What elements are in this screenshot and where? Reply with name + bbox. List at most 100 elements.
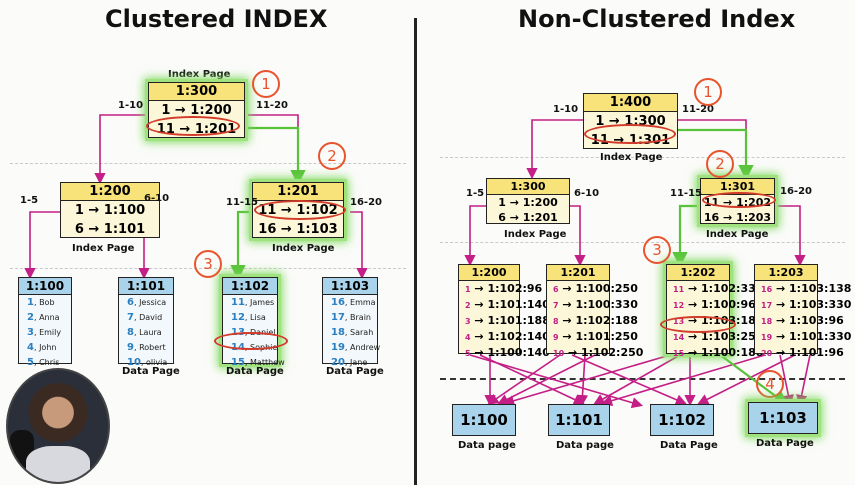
- data-row: 11, James: [231, 297, 275, 308]
- page-id: 1:300: [487, 179, 569, 195]
- leaf-row: 3 → 1:101:188: [465, 314, 550, 327]
- page-id: 1:202: [667, 265, 729, 281]
- data-row: 17, Brain: [331, 312, 371, 323]
- data-page-caption: Data Page: [326, 366, 384, 377]
- data-page-caption: Data Page: [660, 440, 718, 451]
- data-page-1-100: 1:100 1, Bob 2, Anna 3, Emily 4, John 5,…: [18, 277, 72, 368]
- data-page-1-101: 1:101: [548, 404, 610, 436]
- range-label: 1-10: [118, 100, 144, 111]
- level-line: [440, 378, 845, 380]
- data-row: 1, Bob: [27, 297, 55, 308]
- range-label: 6-10: [574, 188, 600, 199]
- clustered-index-title: Clustered INDEX: [105, 5, 328, 33]
- range-label: 16-20: [780, 186, 812, 197]
- range-label: 1-5: [20, 195, 39, 206]
- leaf-row: 1 → 1:102:96: [465, 282, 543, 295]
- data-page-1-103: 1:103 16, Emma 17, Brain 18, Sarah 19, A…: [322, 277, 381, 368]
- data-row: 16, Emma: [331, 297, 376, 308]
- presenter-shirt: [26, 446, 90, 482]
- leaf-row: 5 → 1:100:140: [465, 346, 550, 359]
- step-1-marker: 1: [694, 78, 722, 106]
- index-entry: 16 → 1:203: [703, 211, 772, 224]
- index-page-caption: Index Page: [706, 229, 769, 240]
- data-row: 19, Andrew: [331, 342, 381, 353]
- index-entry: 6 → 1:201: [498, 211, 558, 224]
- data-row: 18, Sarah: [331, 327, 374, 338]
- leaf-row: 6 → 1:100:250: [553, 282, 638, 295]
- highlight-oval: [660, 316, 736, 333]
- leaf-row: 18 → 1:103:96: [761, 314, 844, 327]
- highlight-oval: [214, 332, 288, 350]
- index-entry: 1 → 1:200: [498, 196, 558, 209]
- section-divider: [414, 18, 417, 485]
- page-id: 1:300: [149, 83, 244, 101]
- data-page-caption: Data page: [458, 440, 516, 451]
- data-row: 9, Robert: [127, 342, 166, 353]
- range-label: 11-15: [226, 197, 258, 208]
- index-entry: 6 → 1:101: [74, 222, 146, 237]
- step-2-marker: 2: [318, 142, 346, 170]
- highlight-oval: [254, 200, 346, 220]
- page-id: 1:101: [119, 278, 173, 295]
- range-label: 16-20: [350, 197, 382, 208]
- level-line: [440, 157, 845, 158]
- page-id: 1:201: [253, 183, 343, 201]
- data-row: 4, John: [27, 342, 57, 353]
- page-id: 1:200: [61, 183, 159, 201]
- page-id: 1:103: [323, 278, 377, 295]
- presenter-webcam: [6, 368, 110, 484]
- leaf-row: 8 → 1:102:188: [553, 314, 638, 327]
- page-id: 1:400: [584, 94, 677, 112]
- range-label: 1-5: [466, 188, 485, 199]
- non-clustered-index-title: Non-Clustered Index: [518, 5, 796, 33]
- leaf-row: 7 → 1:100:330: [553, 298, 638, 311]
- leaf-page-1-201: 1:201 6 → 1:100:250 7 → 1:100:330 8 → 1:…: [546, 264, 643, 359]
- data-row: 3, Emily: [27, 327, 62, 338]
- leaf-row: 15 → 1:100:188: [673, 346, 764, 359]
- leaf-row: 19 → 1:101:330: [761, 330, 852, 343]
- leaf-row: 20 → 1:101:96: [761, 346, 844, 359]
- page-id: 1:200: [459, 265, 519, 281]
- data-row: 12, Lisa: [231, 312, 266, 323]
- range-label: 1-10: [553, 104, 579, 115]
- leaf-row: 10 → 1:102:250: [553, 346, 644, 359]
- leaf-row: 2 → 1:101:140: [465, 298, 550, 311]
- step-3-marker: 3: [194, 250, 222, 278]
- range-label: 11-20: [256, 100, 288, 111]
- leaf-row: 14 → 1:103:250: [673, 330, 764, 343]
- highlight-oval: [702, 192, 776, 208]
- step-4-marker: 4: [756, 370, 784, 398]
- data-page-1-100: 1:100: [452, 404, 516, 436]
- highlight-oval: [584, 124, 676, 144]
- leaf-row: 16 → 1:103:138: [761, 282, 852, 295]
- index-entry: 1 → 1:100: [74, 203, 146, 218]
- data-row: 2, Anna: [27, 312, 60, 323]
- index-page-mid-left: 1:200 1 → 1:100 6 → 1:101: [60, 182, 160, 238]
- data-row: 7, David: [127, 312, 163, 323]
- data-row: 10, olivia: [127, 357, 168, 368]
- index-page-caption: Index Page: [272, 243, 335, 254]
- root-index-caption: Index Page: [600, 152, 663, 163]
- data-page-1-101: 1:101 6, Jessica 7, David 8, Laura 9, Ro…: [118, 277, 174, 368]
- data-row: 5, Chris: [27, 357, 60, 368]
- index-entry: 16 → 1:103: [258, 222, 338, 237]
- data-page-1-102: 1:102: [650, 404, 714, 436]
- step-1-marker: 1: [252, 70, 280, 98]
- leaf-row: 17 → 1:103:330: [761, 298, 852, 311]
- leaf-row: 9 → 1:101:250: [553, 330, 638, 343]
- highlight-oval: [146, 116, 240, 136]
- leaf-row: 4 → 1:102:140: [465, 330, 550, 343]
- data-row: 20, Jane: [331, 357, 368, 368]
- page-id: 1:102: [223, 278, 277, 295]
- data-page-caption: Data page: [556, 440, 614, 451]
- data-row: 15, Matthew: [231, 357, 285, 368]
- data-page-1-102: 1:102 11, James 12, Lisa 13, Daniel 14, …: [222, 277, 285, 368]
- range-label: 6-10: [144, 193, 170, 204]
- index-page-caption: Index Page: [504, 229, 567, 240]
- leaf-page-1-203: 1:203 16 → 1:103:138 17 → 1:103:330 18 →…: [754, 264, 852, 359]
- index-page-caption: Index Page: [72, 243, 135, 254]
- data-page-caption: Data Page: [756, 438, 814, 449]
- leaf-page-1-202: 1:202 11 → 1:102:330 12 → 1:100:96 13 → …: [666, 264, 764, 359]
- step-3-marker: 3: [643, 236, 671, 264]
- data-row: 6, Jessica: [127, 297, 167, 308]
